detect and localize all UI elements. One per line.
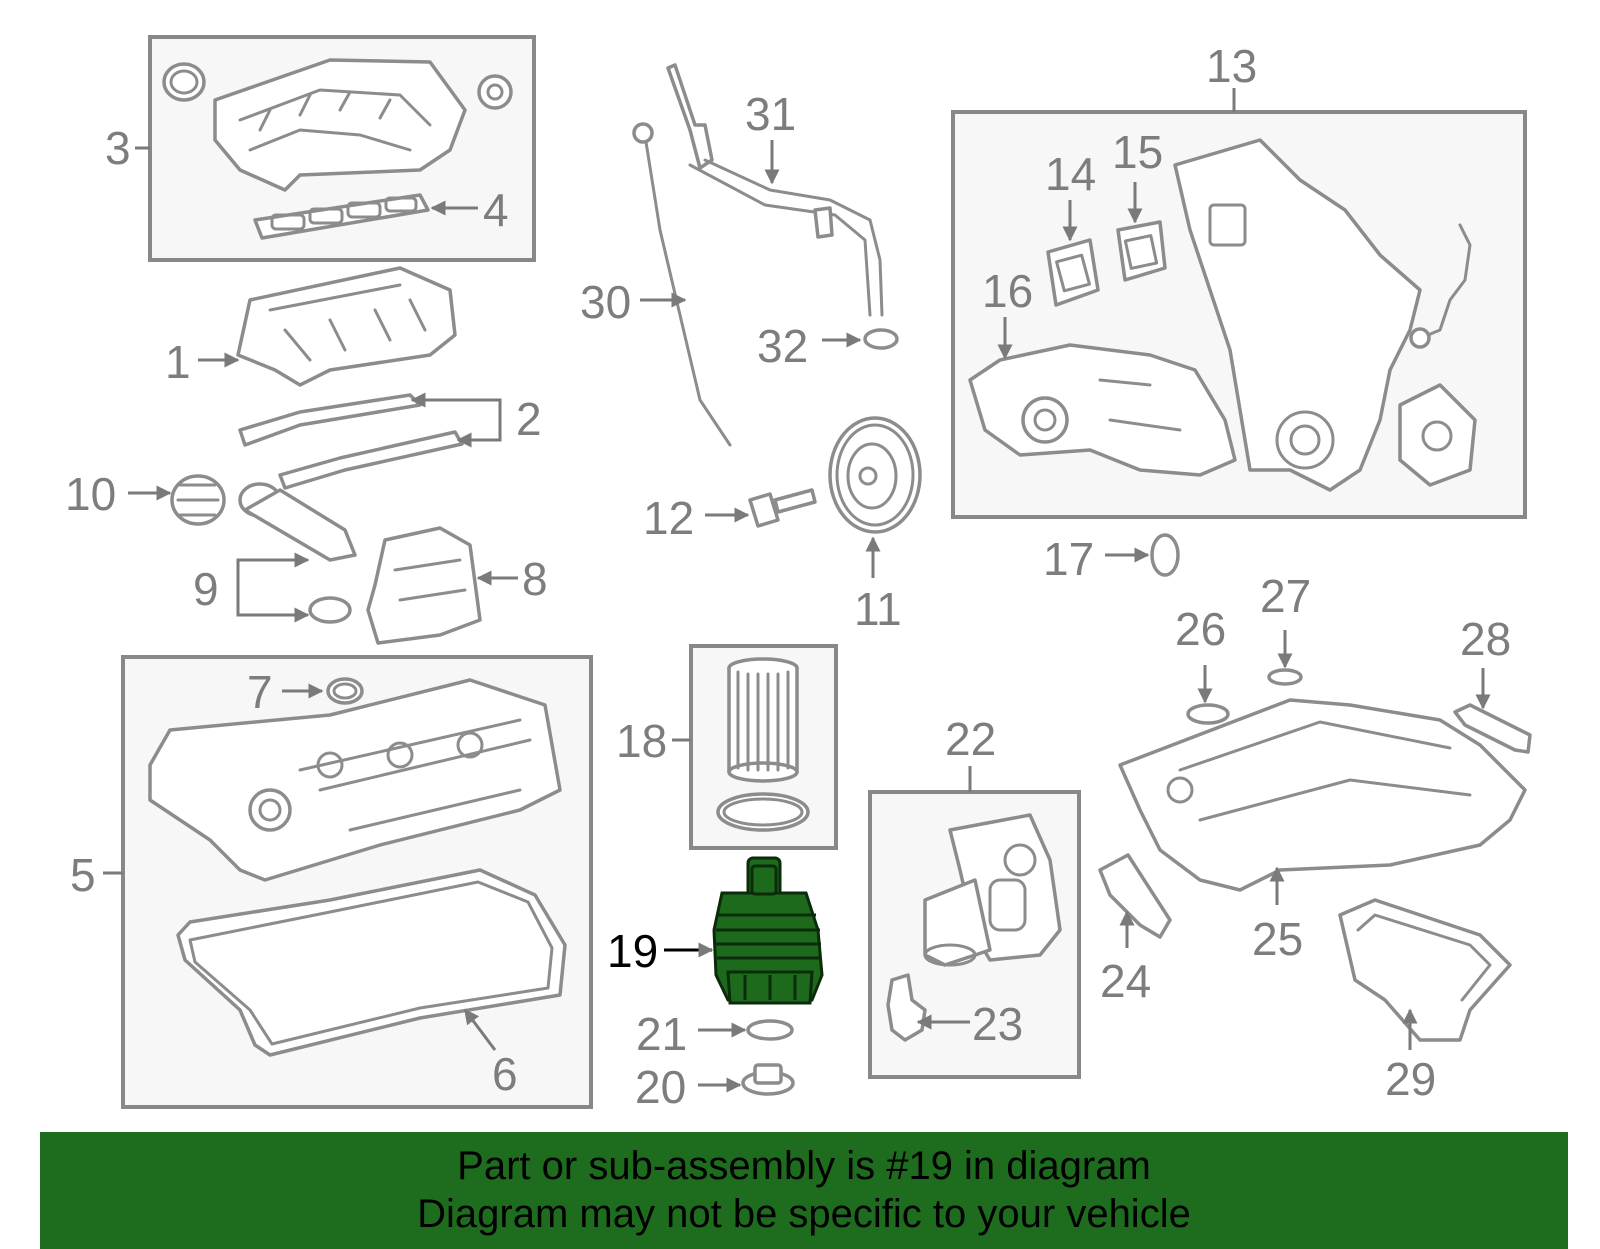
callout-30: 30 [580, 276, 631, 328]
callout-7: 7 [247, 666, 273, 718]
callout-14: 14 [1045, 148, 1096, 200]
callout-18: 18 [616, 715, 667, 767]
callout-3: 3 [105, 122, 131, 174]
banner-line-2: Diagram may not be specific to your vehi… [417, 1192, 1191, 1236]
callout-2: 2 [516, 393, 542, 445]
callout-11: 11 [854, 583, 902, 635]
part-29-oil-pan-lower [1338, 898, 1512, 1042]
callout-16: 16 [982, 265, 1033, 317]
callout-28: 28 [1460, 613, 1511, 665]
callout-19: 19 [607, 925, 658, 977]
callout-1: 1 [165, 336, 191, 388]
callout-24: 24 [1100, 955, 1151, 1007]
banner-line-1: Part or sub-assembly is #19 in diagram [457, 1144, 1151, 1188]
part-30-dipstick [632, 122, 732, 447]
part-9-oil-filler-tube [238, 482, 357, 624]
part-5-valve-cover [148, 678, 562, 882]
callout-6: 6 [492, 1048, 518, 1100]
part-20-drain-plug [741, 1063, 795, 1096]
part-8-engine-cover [366, 526, 482, 645]
part-10-oil-filler-cap [170, 474, 226, 526]
callout-10: 10 [65, 468, 116, 520]
callout-17: 17 [1043, 533, 1094, 585]
part-18-oil-filter-element [716, 657, 810, 832]
part-6-valve-cover-gasket [176, 868, 567, 1057]
part-2-manifold-gaskets [238, 393, 464, 490]
part-23-bracket [886, 973, 927, 1042]
part-12-bolt [748, 488, 817, 528]
part-28-baffle [1453, 703, 1532, 754]
callout-29: 29 [1385, 1053, 1436, 1105]
callout-27: 27 [1260, 570, 1311, 622]
part-13-timing-chain-cover [1173, 138, 1477, 492]
part-26-oring [1186, 703, 1230, 725]
part-19-oil-filter-cap-highlighted[interactable] [712, 856, 824, 1005]
part-25-oil-pan-upper [1118, 698, 1527, 892]
callout-22: 22 [945, 713, 996, 765]
part-17-oring [1150, 533, 1180, 577]
callout-5: 5 [70, 849, 96, 901]
part-1-intake-manifold [236, 266, 457, 387]
callout-9: 9 [193, 563, 219, 615]
part-27-oring [1267, 668, 1303, 686]
callout-4: 4 [483, 184, 509, 236]
callout-26: 26 [1175, 603, 1226, 655]
callout-12: 12 [643, 492, 694, 544]
part-16-water-pump [968, 343, 1237, 477]
part-3-intake-plenum [162, 58, 513, 192]
callout-13: 13 [1206, 40, 1257, 92]
part-21-washer [746, 1019, 794, 1041]
callout-21: 21 [636, 1008, 687, 1060]
part-14-gasket [1046, 238, 1100, 307]
callout-20: 20 [635, 1061, 686, 1113]
callout-32: 32 [757, 320, 808, 372]
callout-8: 8 [522, 553, 548, 605]
callout-31: 31 [745, 88, 796, 140]
part-24-gasket [1098, 853, 1172, 939]
part-22-filter-housing [923, 813, 1062, 967]
callout-15: 15 [1112, 126, 1163, 178]
callout-23: 23 [972, 998, 1023, 1050]
part-7-oring [326, 677, 364, 705]
info-banner: Part or sub-assembly is #19 in diagram D… [40, 1132, 1568, 1249]
part-31-dipstick-guide [666, 63, 884, 317]
part-11-crank-pulley [828, 416, 922, 534]
part-4-plenum-gasket [253, 193, 430, 240]
callout-25: 25 [1252, 913, 1303, 965]
part-15-gasket [1116, 220, 1167, 282]
part-32-oring [863, 328, 899, 350]
